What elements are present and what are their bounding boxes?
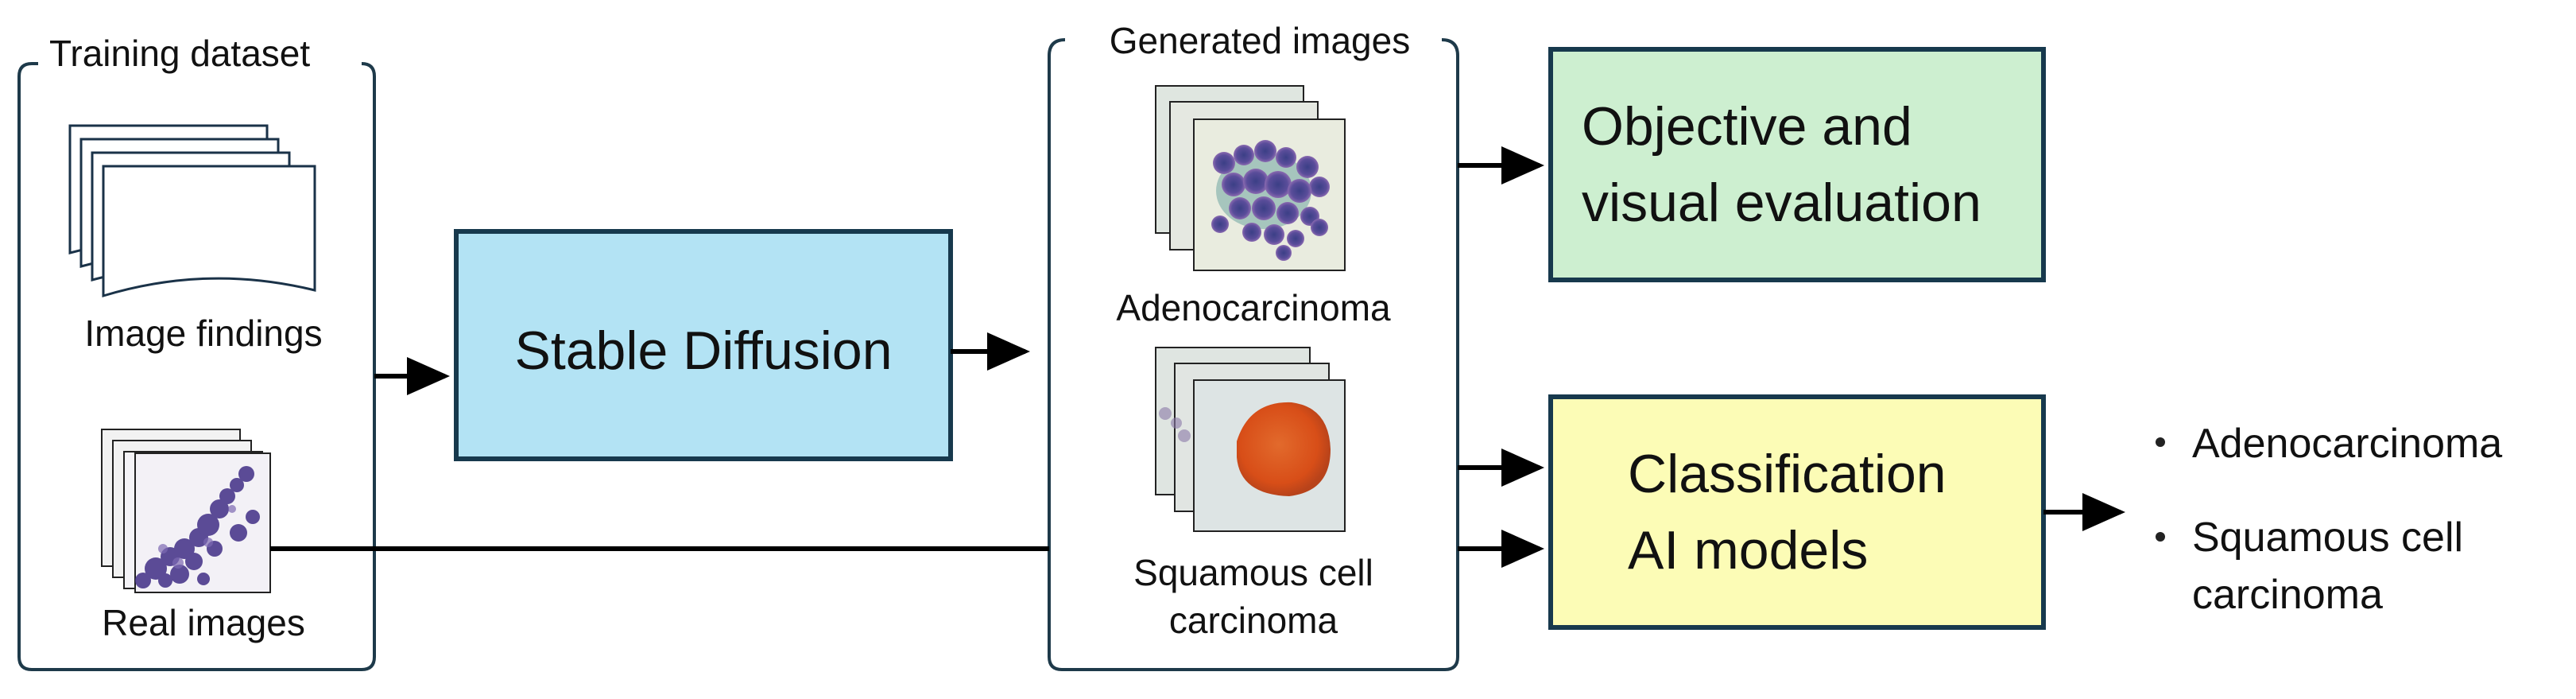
output-item-squamous: Squamous cell carcinoma (2192, 515, 2464, 618)
stable-diffusion-label: Stable Diffusion (514, 320, 893, 381)
stable-diffusion-box (454, 229, 953, 461)
document-stack-icon (68, 124, 316, 298)
output-bullet-1 (2156, 437, 2165, 447)
classification-label: Classification AI models (1628, 444, 1947, 581)
micrograph-stack-icon (101, 429, 271, 593)
image-findings-label: Image findings (84, 313, 323, 354)
training-dataset-frame (17, 62, 376, 671)
squamous-label: Squamous cell carcinoma (1133, 552, 1373, 641)
adenocarcinoma-tile-stack-icon (1155, 85, 1346, 271)
adenocarcinoma-label: Adenocarcinoma (1116, 287, 1391, 328)
output-item-adenocarcinoma: Adenocarcinoma (2192, 421, 2503, 467)
generated-images-title: Generated images (1063, 19, 1456, 62)
generated-images-frame (1048, 38, 1459, 671)
training-dataset-title: Training dataset (45, 32, 316, 75)
evaluation-box (1548, 47, 2046, 282)
squamous-tile-stack-icon (1155, 347, 1346, 532)
real-images-label: Real images (102, 602, 305, 643)
output-bullet-2 (2156, 532, 2165, 542)
classification-box (1548, 394, 2046, 630)
evaluation-label: Objective and visual evaluation (1582, 96, 1981, 233)
